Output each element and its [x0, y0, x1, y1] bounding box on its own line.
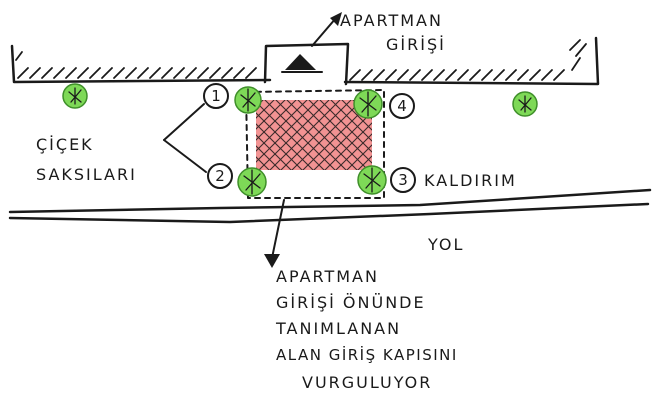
plant-pot-3 [357, 165, 387, 195]
highlighted-entry-zone [245, 89, 385, 199]
pots-label-line-1: ÇİÇEK [36, 135, 94, 154]
plant-pot-left [62, 83, 88, 109]
building-wall [10, 36, 600, 86]
plant-pot-1 [234, 86, 262, 114]
marker-2-label: 2 [215, 167, 225, 185]
marker-4-label: 4 [397, 97, 407, 115]
note-leader-line [271, 199, 285, 259]
marker-1: 1 [203, 83, 229, 109]
note-line-5: VURGULUYOR [302, 373, 432, 392]
note-line-3: TANIMLANAN [275, 319, 401, 338]
entrance-label-line-2: GİRİŞİ [386, 35, 446, 54]
road-edge-top [8, 188, 652, 214]
pots-leader-top [163, 103, 205, 141]
sidewalk-label: KALDIRIM [424, 171, 517, 190]
wall-hatching [15, 39, 587, 81]
marker-2: 2 [207, 163, 233, 189]
note-line-4: ALAN GİRİŞ KAPISINI [276, 345, 458, 364]
road-edge-bottom [8, 202, 650, 224]
entrance-leader-arrowhead-icon [330, 12, 342, 26]
entrance-label-line-1: APARTMAN [340, 11, 443, 30]
note-line-1: APARTMAN [276, 267, 379, 286]
marker-1-label: 1 [211, 87, 221, 105]
plant-pot-2 [237, 167, 267, 197]
note-leader-arrowhead-icon [264, 254, 280, 268]
pots-label-line-2: SAKSILARI [36, 165, 137, 184]
marker-3-label: 3 [398, 171, 408, 189]
marker-4: 4 [389, 93, 415, 119]
entrance-arrow-icon [285, 54, 316, 70]
marker-3: 3 [390, 167, 416, 193]
note-line-2: GİRİŞİ ÖNÜNDE [276, 293, 426, 312]
entrance-door [263, 42, 350, 86]
plant-pot-4 [353, 89, 383, 119]
road-label: YOL [427, 235, 464, 254]
entrance-leader-line [311, 17, 337, 47]
pots-leader-bottom [163, 139, 207, 173]
plant-pot-right [512, 91, 538, 117]
